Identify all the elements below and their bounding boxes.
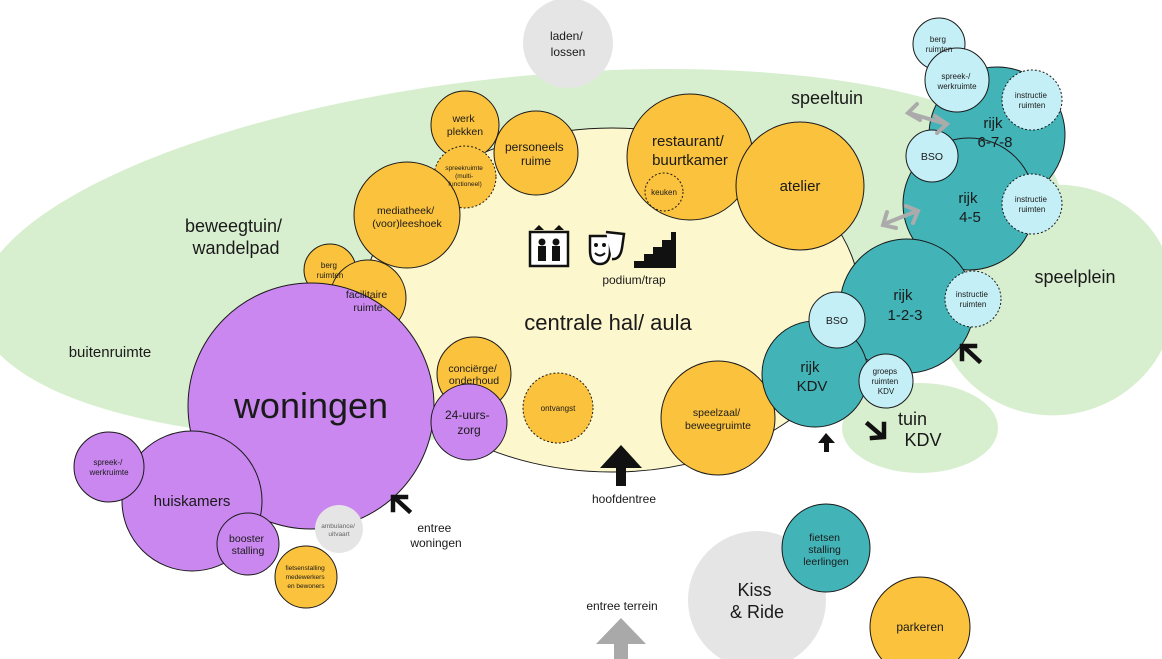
instructie-45-label: instructie ruimten: [1015, 195, 1049, 214]
personeelsruime-room[interactable]: [493, 110, 579, 196]
double-arrow-upper: [904, 102, 951, 135]
teal-rooms: [761, 17, 1066, 593]
booster-label: booster stalling: [229, 533, 267, 557]
double-arrow-lower: [880, 204, 921, 230]
hoofdentree-label: hoofdentree: [592, 492, 656, 506]
tuin-kdv-label: tuin KDV: [898, 409, 942, 450]
parkeren-room[interactable]: [869, 576, 971, 659]
keuken-label: keuken: [651, 188, 677, 197]
bso-lower-room[interactable]: [808, 291, 866, 349]
keuken-room[interactable]: [644, 172, 684, 212]
fietsenstalling-medewerkers-label: fietsenstalling medewerkers en bewoners: [285, 565, 326, 590]
instructie-678-room[interactable]: [1001, 69, 1063, 131]
instructie-123-room[interactable]: [944, 270, 1002, 328]
entree-terrein-label: entree terrein: [586, 599, 657, 613]
werkplekken-label: werk plekken: [447, 113, 483, 138]
ambulance-label: ambulance/ uitvaart: [321, 523, 356, 538]
spreek-werkruimte-top-room[interactable]: [924, 47, 990, 113]
buitenruimte-label: buitenruimte: [69, 344, 152, 361]
bso-upper-label: BSO: [921, 151, 943, 163]
hoofdentree-arrow: [600, 445, 642, 486]
speeltuin-label: speeltuin: [791, 88, 863, 108]
ambulance-area[interactable]: [315, 505, 363, 553]
groeps-kdv-label: groeps ruimten KDV: [872, 367, 901, 396]
parkeren-label: parkeren: [896, 620, 943, 634]
tuin-kdv-arrow: [864, 420, 887, 441]
laden-lossen-label: laden/ lossen: [550, 29, 586, 59]
spreek-werkruimte-top-label: spreek-/ werkruimte: [936, 72, 977, 91]
bergruimten-top-label: berg ruimten: [926, 35, 953, 54]
fietsenstalling-medewerkers-room[interactable]: [274, 545, 338, 609]
entree-woningen-label: entree woningen: [409, 521, 461, 550]
purple-rooms: [73, 282, 508, 576]
theater-masks-icon: [588, 230, 626, 266]
ontvangst-label: ontvangst: [541, 404, 576, 413]
mediatheek-room[interactable]: [353, 161, 461, 269]
fietsen-leerlingen-room[interactable]: [781, 503, 871, 593]
instructie-678-label: instructie ruimten: [1015, 91, 1049, 110]
woningen-label: woningen: [233, 385, 388, 426]
entree-terrein-arrow: [596, 618, 646, 659]
fietsen-leerlingen-label: fietsen stalling leerlingen: [803, 532, 849, 568]
elevator-icon: [528, 225, 570, 268]
speelplein-label: speelplein: [1034, 267, 1115, 287]
mediatheek-label: mediatheek/ (voor)leeshoek: [372, 205, 442, 230]
beweegtuin-label: beweegtuin/ wandelpad: [185, 216, 287, 258]
zorg-label: 24-uurs- zorg: [445, 408, 493, 437]
rijk-123-label: rijk 1-2-3: [887, 287, 922, 324]
personeelsruime-label: personeels ruime: [505, 140, 567, 168]
bso-upper-room[interactable]: [905, 129, 959, 183]
kiss-ride-label: Kiss & Ride: [730, 580, 784, 622]
facilitaire-label: facilitaire ruimte: [346, 289, 390, 314]
stairs-icon: [634, 232, 676, 268]
concierge-label: conciërge/ onderhoud: [448, 363, 499, 387]
hall-label: centrale hal/ aula: [524, 310, 692, 335]
laden-lossen-area[interactable]: [523, 0, 613, 88]
podium-label: podium/trap: [602, 273, 666, 287]
ontvangst-room[interactable]: [522, 372, 594, 444]
restaurant-label: restaurant/ buurtkamer: [652, 133, 728, 169]
groeps-kdv-room[interactable]: [858, 353, 914, 409]
speelzaal-label: speelzaal/ beweegruimte: [685, 407, 751, 432]
rijk-45-label: rijk 4-5: [958, 190, 981, 226]
spreek-werkruimte-left-label: spreek-/ werkruimte: [88, 458, 129, 477]
atelier-label: atelier: [780, 178, 821, 195]
speelplein-arrow: [959, 343, 983, 365]
instructie-123-label: instructie ruimten: [956, 290, 990, 309]
bergruimten-left-label: berg ruimten: [317, 261, 344, 280]
zorg-room[interactable]: [430, 383, 508, 461]
bso-lower-label: BSO: [826, 315, 848, 327]
rijk-kdv-label: rijk KDV: [797, 359, 828, 395]
atelier-room[interactable]: [735, 121, 865, 251]
speelzaal-room[interactable]: [660, 360, 776, 476]
booster-room[interactable]: [216, 512, 280, 576]
spreekruimte-label: spreekruimte (multi- functioneel): [445, 165, 484, 188]
rijk-678-label: rijk 6-7-8: [977, 115, 1012, 151]
instructie-45-room[interactable]: [1001, 173, 1063, 235]
entree-woningen-arrow: [390, 494, 413, 515]
huiskamers-label: huiskamers: [154, 493, 231, 510]
spreek-werkruimte-left-room[interactable]: [73, 431, 145, 503]
kdv-entrance-arrow: [818, 433, 835, 452]
